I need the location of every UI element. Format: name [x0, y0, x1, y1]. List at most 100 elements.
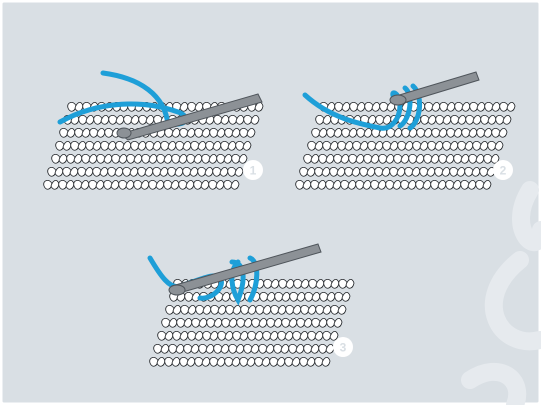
- knit-stitch: [244, 115, 252, 124]
- step-badge-2: 2: [493, 160, 513, 180]
- knit-stitch: [492, 128, 500, 137]
- knit-stitch: [466, 115, 474, 124]
- knit-stitch: [398, 141, 406, 150]
- step-badge-3: 3: [333, 337, 353, 357]
- knit-stitch: [432, 128, 440, 137]
- knit-stitch: [86, 141, 94, 150]
- knit-stitch: [217, 154, 225, 163]
- knit-stitch: [229, 344, 237, 353]
- knit-stitch: [365, 102, 373, 111]
- knit-stitch: [228, 167, 236, 176]
- knit-stitch: [210, 357, 218, 366]
- knit-stitch: [375, 167, 383, 176]
- knit-stitch: [75, 128, 83, 137]
- knit-stitch: [67, 154, 75, 163]
- knit-stitch: [278, 331, 286, 340]
- knit-stitch: [371, 180, 379, 189]
- knit-stitch: [82, 154, 90, 163]
- knit-stitch: [202, 154, 210, 163]
- knit-stitch: [500, 102, 508, 111]
- knit-stitch: [309, 279, 317, 288]
- knit-stitch: [138, 167, 146, 176]
- knit-stitch: [484, 154, 492, 163]
- knit-stitch: [181, 305, 189, 314]
- knit-stitch: [218, 331, 226, 340]
- knit-stitch: [224, 180, 232, 189]
- knit-stitch: [271, 305, 279, 314]
- knit-stitch: [93, 167, 101, 176]
- knit-stitch: [431, 180, 439, 189]
- knit-stitch: [342, 128, 350, 137]
- knit-stitch: [203, 331, 211, 340]
- knit-stitch: [424, 154, 432, 163]
- knit-stitch: [168, 167, 176, 176]
- knit-stitch: [461, 180, 469, 189]
- knit-stitch: [214, 115, 222, 124]
- knit-stitch: [436, 115, 444, 124]
- knit-stitch: [221, 141, 229, 150]
- knit-stitch: [244, 344, 252, 353]
- knit-stitch: [60, 128, 68, 137]
- knit-stitch: [485, 102, 493, 111]
- knit-stitch: [334, 154, 342, 163]
- knit-stitch: [409, 154, 417, 163]
- knit-stitch: [323, 331, 331, 340]
- knit-stitch: [187, 154, 195, 163]
- knit-stitch: [252, 318, 260, 327]
- knit-stitch: [353, 141, 361, 150]
- step-badge-1: 1: [243, 160, 263, 180]
- knit-stitch: [169, 344, 177, 353]
- knit-stitch: [275, 292, 283, 301]
- knit-stitch: [164, 180, 172, 189]
- knit-stitch: [233, 331, 241, 340]
- knit-stitch: [356, 180, 364, 189]
- knit-stitch: [172, 154, 180, 163]
- knit-stitch: [345, 167, 353, 176]
- knit-stitch: [199, 344, 207, 353]
- knit-stitch: [465, 167, 473, 176]
- knit-stitch: [425, 102, 433, 111]
- knit-stitch: [222, 318, 230, 327]
- knit-stitch: [108, 167, 116, 176]
- knit-stitch: [413, 141, 421, 150]
- knit-stitch: [327, 318, 335, 327]
- knit-stitch: [44, 180, 52, 189]
- knit-stitch: [180, 128, 188, 137]
- knit-stitch: [454, 154, 462, 163]
- knit-stitch: [78, 167, 86, 176]
- knit-stitch: [154, 344, 162, 353]
- knit-stitch: [451, 115, 459, 124]
- knit-stitch: [71, 141, 79, 150]
- knit-stitch: [324, 279, 332, 288]
- knit-stitch: [473, 141, 481, 150]
- knit-stitch: [319, 154, 327, 163]
- knit-stitch: [237, 318, 245, 327]
- knit-stitch: [139, 115, 147, 124]
- knit-stitch: [428, 141, 436, 150]
- knit-stitch: [458, 141, 466, 150]
- knit-stitch: [229, 115, 237, 124]
- knit-stitch: [416, 180, 424, 189]
- knit-stitch: [383, 141, 391, 150]
- knit-stitch: [349, 154, 357, 163]
- knit-stitch: [312, 128, 320, 137]
- knit-stitch: [256, 305, 264, 314]
- knit-stitch: [312, 318, 320, 327]
- knit-stitch: [264, 279, 272, 288]
- knit-stitch: [89, 180, 97, 189]
- knit-stitch: [206, 141, 214, 150]
- knit-stitch: [131, 141, 139, 150]
- knit-stitch: [286, 305, 294, 314]
- knit-stitch: [173, 331, 181, 340]
- knit-stitch: [289, 344, 297, 353]
- knit-stitch: [94, 115, 102, 124]
- knit-stitch: [241, 305, 249, 314]
- knit-stitch: [450, 167, 458, 176]
- knit-stitch: [248, 331, 256, 340]
- knit-stitch: [161, 141, 169, 150]
- knit-stitch: [296, 180, 304, 189]
- knit-stitch: [440, 102, 448, 111]
- knit-stitch: [319, 344, 327, 353]
- knit-stitch: [320, 292, 328, 301]
